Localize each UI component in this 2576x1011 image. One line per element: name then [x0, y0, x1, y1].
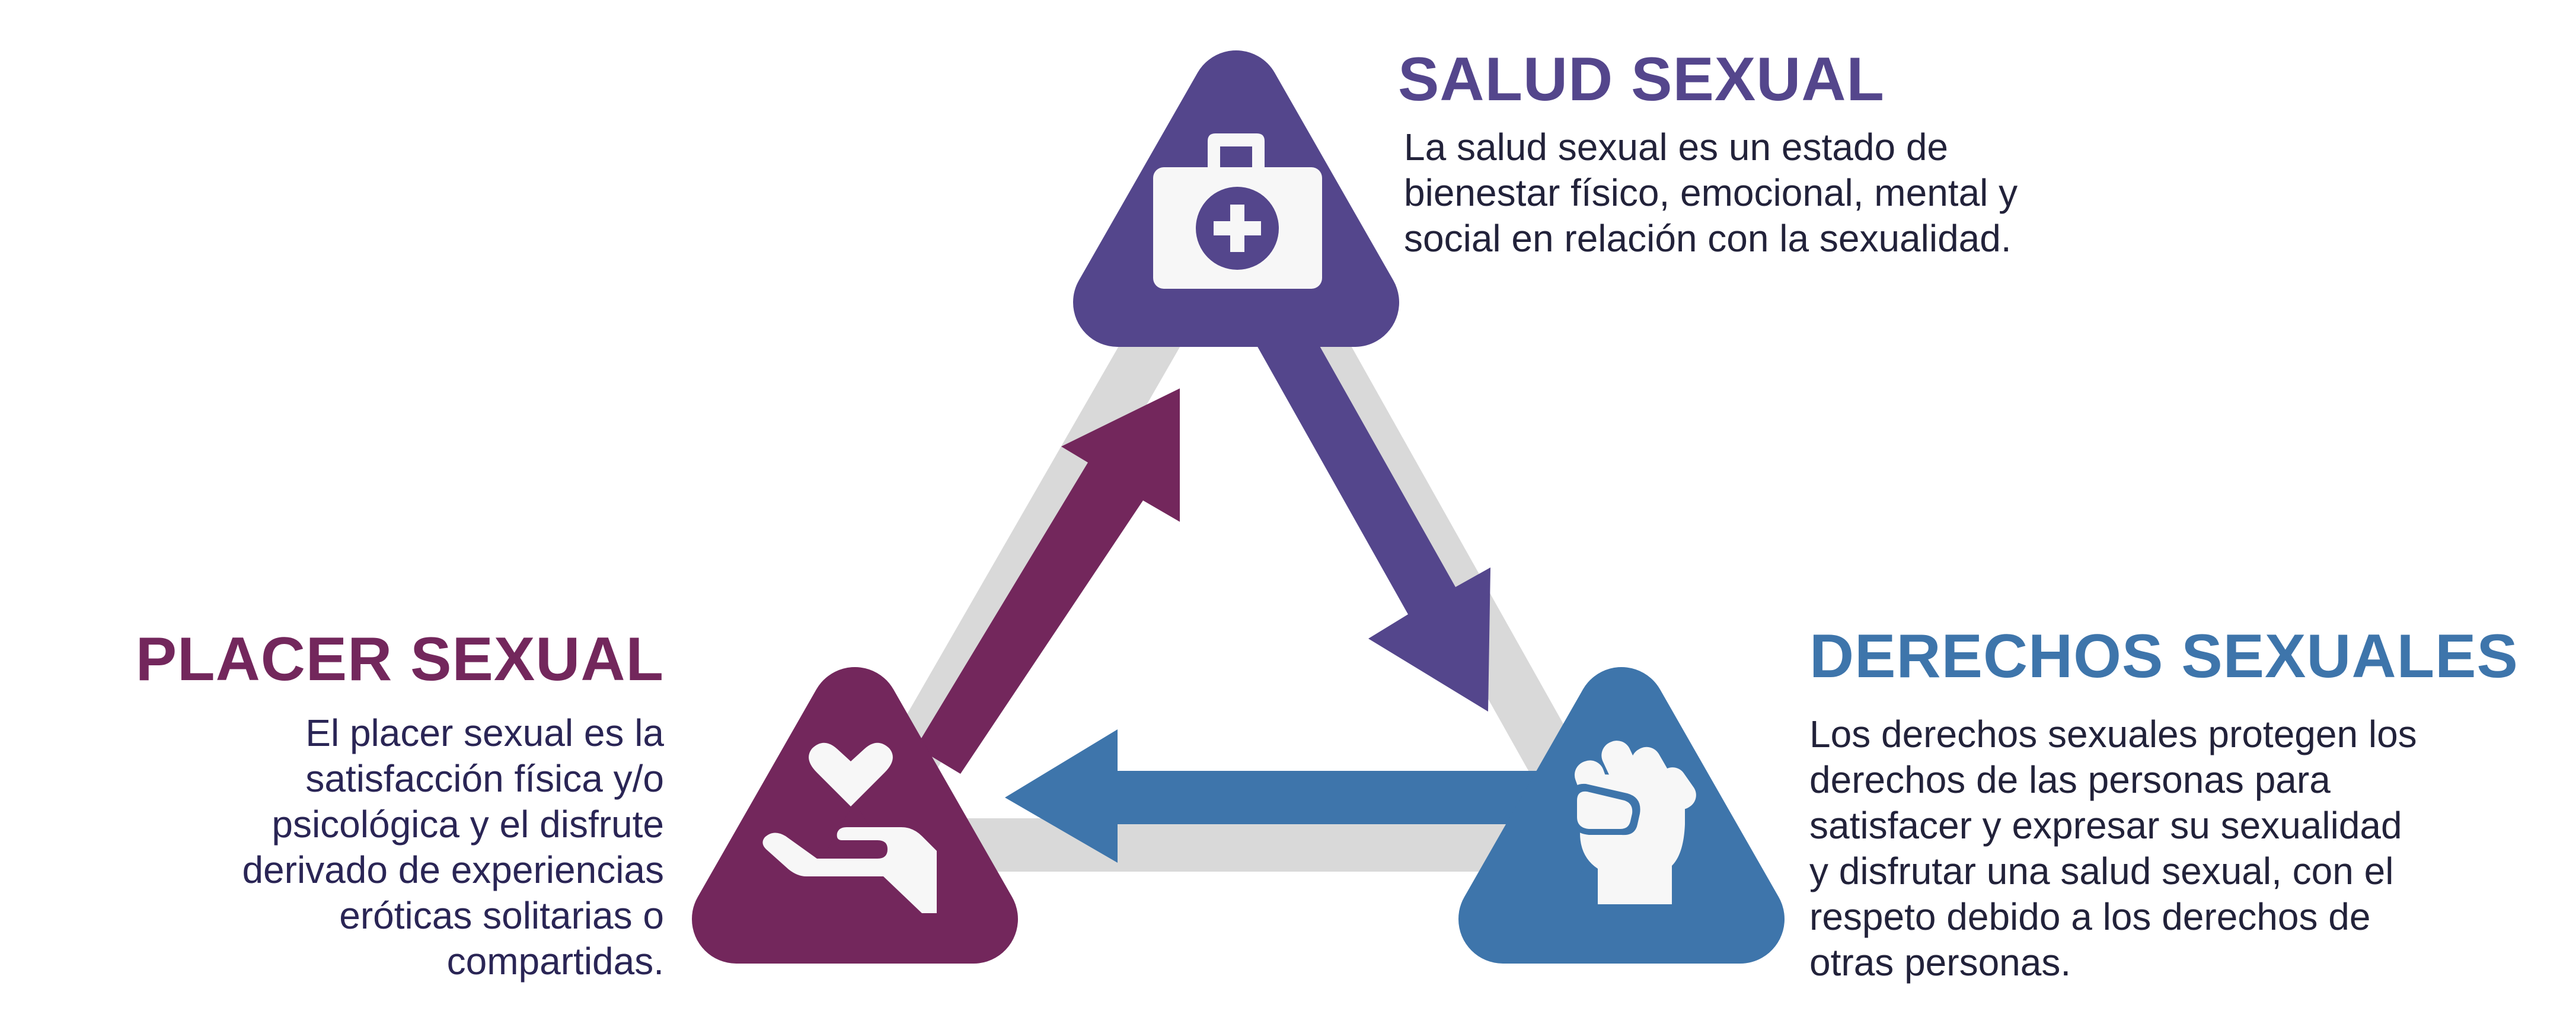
placer-sexual-description: El placer sexual es la satisfacción físi… [242, 710, 664, 984]
derechos-description-line: otras personas. [1809, 941, 2071, 984]
raised-fist-icon [1571, 741, 1696, 904]
derechos-description-line: derechos de las personas para [1809, 758, 2331, 801]
derechos-sexuales-title: DERECHOS SEXUALES [1809, 622, 2518, 691]
placer-sexual-title: PLACER SEXUAL [135, 625, 664, 694]
heart-in-hand-icon [762, 742, 937, 913]
placer-description-line: El placer sexual es la [305, 712, 664, 754]
derechos-description-line: respeto debido a los derechos de [1809, 895, 2371, 938]
arrow-salud-to-derechos [1251, 308, 1490, 712]
arrow-derechos-to-placer [1005, 729, 1541, 863]
placer-description-line: derivado de experiencias [242, 849, 664, 891]
placer-description-line: compartidas. [446, 940, 664, 983]
first-aid-kit-icon [1153, 133, 1322, 289]
derechos-description-line: satisfacer y expresar su sexualidad [1809, 804, 2402, 847]
node-placer-sexual [692, 667, 1018, 964]
node-salud-sexual [1073, 50, 1399, 347]
salud-description-line: social en relación con la sexualidad. [1404, 217, 2012, 260]
placer-description-line: satisfacción física y/o [305, 757, 664, 800]
salud-sexual-description: La salud sexual es un estado de bienesta… [1404, 125, 2018, 261]
salud-sexual-title: SALUD SEXUAL [1398, 45, 1885, 114]
salud-description-line: bienestar físico, emocional, mental y [1404, 171, 2018, 214]
derechos-sexuales-description: Los derechos sexuales protegen los derec… [1809, 712, 2417, 986]
placer-description-line: eróticas solitarias o [339, 894, 664, 937]
triangle-frame [836, 169, 1627, 872]
node-derechos-sexuales [1458, 667, 1785, 964]
derechos-description-line: Los derechos sexuales protegen los [1809, 713, 2417, 755]
derechos-description-line: y disfrutar una salud sexual, con el [1809, 850, 2394, 892]
salud-description-line: La salud sexual es un estado de [1404, 126, 1948, 168]
placer-description-line: psicológica y el disfrute [272, 803, 664, 846]
arrow-placer-to-salud [916, 388, 1180, 774]
